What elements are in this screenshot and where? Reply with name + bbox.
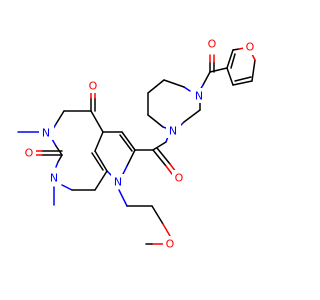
furoyl-oxygen-label: O: [208, 38, 217, 51]
ether-oxygen-label: O: [166, 238, 175, 251]
furan-oxygen-label: O: [246, 41, 255, 54]
molecule-structure: O O N N O O N O N N O: [17, 36, 257, 251]
bond: [183, 109, 201, 123]
label-bg: [46, 170, 61, 185]
bond: [163, 79, 185, 88]
bond: [91, 152, 104, 171]
bond: [94, 170, 108, 191]
c4-oxygen-label: O: [89, 80, 98, 93]
bond: [151, 205, 164, 225]
bond: [55, 110, 65, 125]
bond: [118, 189, 128, 207]
label-bg: [205, 36, 219, 51]
bond: [122, 165, 128, 175]
bond: [165, 165, 173, 175]
amide-oxygen-label: O: [175, 172, 184, 185]
c2-oxygen-label: O: [25, 147, 34, 160]
n3-nitrogen-label: N: [42, 127, 50, 140]
bond: [162, 223, 171, 237]
bond: [230, 53, 236, 69]
bond: [55, 161, 59, 168]
label-bg: [172, 170, 186, 185]
bond: [61, 184, 73, 191]
bond: [202, 71, 211, 86]
bond: [156, 147, 171, 165]
bond: [234, 76, 252, 82]
label-bg: [22, 145, 36, 160]
label-bg: [243, 40, 257, 55]
bond: [147, 114, 164, 128]
bond: [94, 131, 104, 152]
bond: [183, 86, 191, 92]
bond: [152, 149, 167, 167]
label-bg: [39, 125, 54, 140]
label-bg: [166, 123, 181, 138]
piperazine-top-nitrogen-label: N: [195, 90, 203, 103]
bond: [121, 131, 136, 151]
bond: [152, 141, 167, 151]
n7-nitrogen-label: N: [114, 176, 122, 189]
bond: [126, 149, 136, 167]
bond: [57, 154, 63, 163]
label-bg: [191, 88, 206, 103]
bond: [226, 67, 234, 86]
bond: [51, 138, 57, 147]
atom-labels: O O N N O O N O N N O: [22, 36, 257, 251]
molecule-canvas: O O N N O O N O N N O: [17, 36, 257, 251]
label-bg: [86, 78, 100, 93]
bond: [226, 49, 234, 69]
bond: [209, 67, 228, 73]
piperazine-bottom-nitrogen-label: N: [169, 125, 177, 138]
bond: [147, 79, 165, 94]
bond: [251, 59, 256, 82]
bond: [90, 110, 104, 133]
bond: [232, 48, 240, 51]
bond: [119, 134, 133, 152]
n1-nitrogen-label: N: [50, 172, 58, 185]
bond: [94, 150, 108, 172]
bond: [232, 80, 253, 86]
label-bg: [163, 236, 177, 251]
label-bg: [111, 174, 126, 189]
